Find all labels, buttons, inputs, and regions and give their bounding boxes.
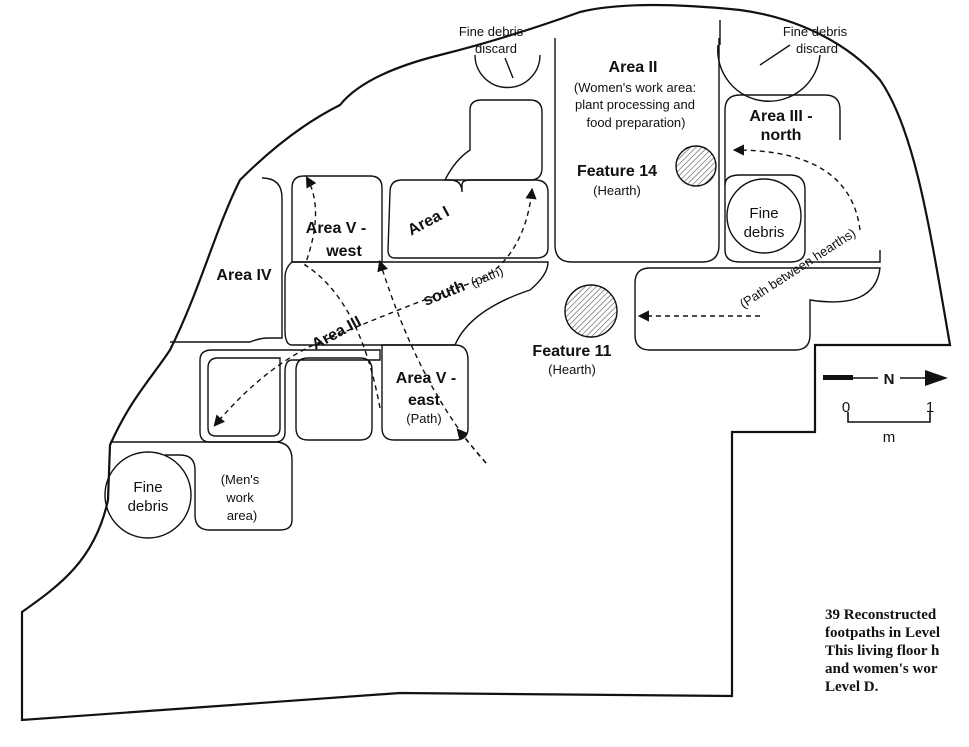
svg-text:food preparation): food preparation) [586, 115, 685, 130]
fine-debris-right-label: Fine debris [744, 205, 785, 241]
svg-text:south: south [421, 278, 468, 310]
mens-work-area-label: (Men's work area) [221, 472, 260, 523]
scale-unit-label: m [883, 429, 896, 446]
area-ii-title: Area II [609, 59, 658, 76]
area-v-west-region [291, 175, 383, 263]
svg-text:Fine: Fine [133, 479, 162, 496]
scale-bar: 0 1 m [842, 399, 934, 446]
area-iv-label: Area IV [216, 267, 271, 284]
svg-text:debris: debris [744, 224, 785, 241]
fine-debris-discard-left-circle [474, 54, 541, 89]
feature-11-hearth-label: (Hearth) [548, 362, 596, 377]
area-ii-region [554, 38, 720, 263]
fine-debris-discard-right-circle [717, 44, 821, 102]
scale-start-label: 0 [842, 399, 850, 416]
area-v-east-path-label: (Path) [406, 411, 441, 426]
area-iii-north-region [724, 94, 841, 185]
svg-text:(path): (path) [468, 263, 505, 290]
scale-end-label: 1 [926, 399, 934, 416]
path-area-iii-north-arrow [732, 144, 861, 231]
path-south-arrow [329, 187, 537, 339]
fine-debris-discard-left-divider [504, 57, 514, 79]
area-iii-south-label: south (path) [421, 263, 506, 310]
caption-line: This living floor h [825, 643, 940, 659]
mens-work-area-region [110, 441, 293, 531]
feature-11-hearth [564, 284, 618, 338]
svg-text:east: east [408, 392, 441, 409]
svg-text:debris: debris [128, 498, 169, 515]
fine-debris-discard-right-divider [759, 44, 791, 66]
site-boundary [20, 3, 952, 722]
area-iii-lower-region [199, 349, 381, 443]
area-ii-description: (Women's work area: plant processing and… [574, 80, 696, 130]
svg-text:Fine: Fine [749, 205, 778, 222]
svg-text:discard: discard [796, 41, 838, 56]
figure-caption: 39 Reconstructed footpaths in Level This… [825, 606, 969, 696]
area-v-west-label: Area V - west [306, 220, 366, 260]
svg-text:work: work [225, 490, 254, 505]
svg-text:discard: discard [475, 41, 517, 56]
svg-text:Area V -: Area V - [306, 220, 366, 237]
feature-11-label: Feature 11 [532, 343, 611, 360]
area-iii-small-box [295, 357, 373, 441]
svg-text:west: west [325, 243, 362, 260]
svg-text:Area V -: Area V - [396, 370, 456, 387]
svg-text:plant processing and: plant processing and [575, 97, 695, 112]
feature-14-label: Feature 14 [577, 163, 657, 180]
path-area-v-west-arrow [304, 176, 381, 409]
fine-debris-discard-right-label: Fine debris discard [783, 24, 848, 56]
area-i-region [387, 179, 549, 259]
area-iii-inner-region [207, 357, 281, 437]
fine-debris-left-circle [104, 451, 192, 539]
area-v-east-label: Area V - east [396, 370, 456, 409]
area-iii-label: Area III [309, 313, 364, 353]
svg-text:(Men's: (Men's [221, 472, 260, 487]
caption-line: footpaths in Level [825, 625, 941, 641]
svg-text:Fine debris: Fine debris [459, 24, 524, 39]
feature-14-hearth [675, 145, 717, 187]
svg-text:Area III -: Area III - [749, 108, 812, 125]
area-iv-region [170, 177, 283, 343]
north-label: N [884, 371, 895, 388]
fine-debris-discard-left-label: Fine debris discard [459, 24, 524, 56]
path-v-east-inward-arrow [456, 428, 487, 464]
feature-14-hearth-label: (Hearth) [593, 183, 641, 198]
area-iii-north-label: Area III - north [749, 108, 812, 144]
caption-line: Level D. [825, 679, 879, 695]
caption-line: and women's wor [825, 661, 938, 677]
svg-text:area): area) [227, 508, 257, 523]
fine-debris-right-region [724, 174, 806, 263]
svg-text:Fine debris: Fine debris [783, 24, 848, 39]
svg-text:north: north [761, 127, 802, 144]
fine-debris-left-label: Fine debris [128, 479, 169, 515]
caption-line: 39 Reconstructed [825, 607, 937, 623]
fine-debris-right-circle [726, 178, 802, 254]
svg-text:(Women's work area:: (Women's work area: [574, 80, 696, 95]
area-i-label: Area I [405, 203, 452, 239]
path-area-iii-arrow [213, 337, 331, 427]
path-between-hearths-region [634, 250, 881, 351]
north-arrow: N [823, 370, 948, 388]
area-i-upper-region [443, 99, 543, 181]
